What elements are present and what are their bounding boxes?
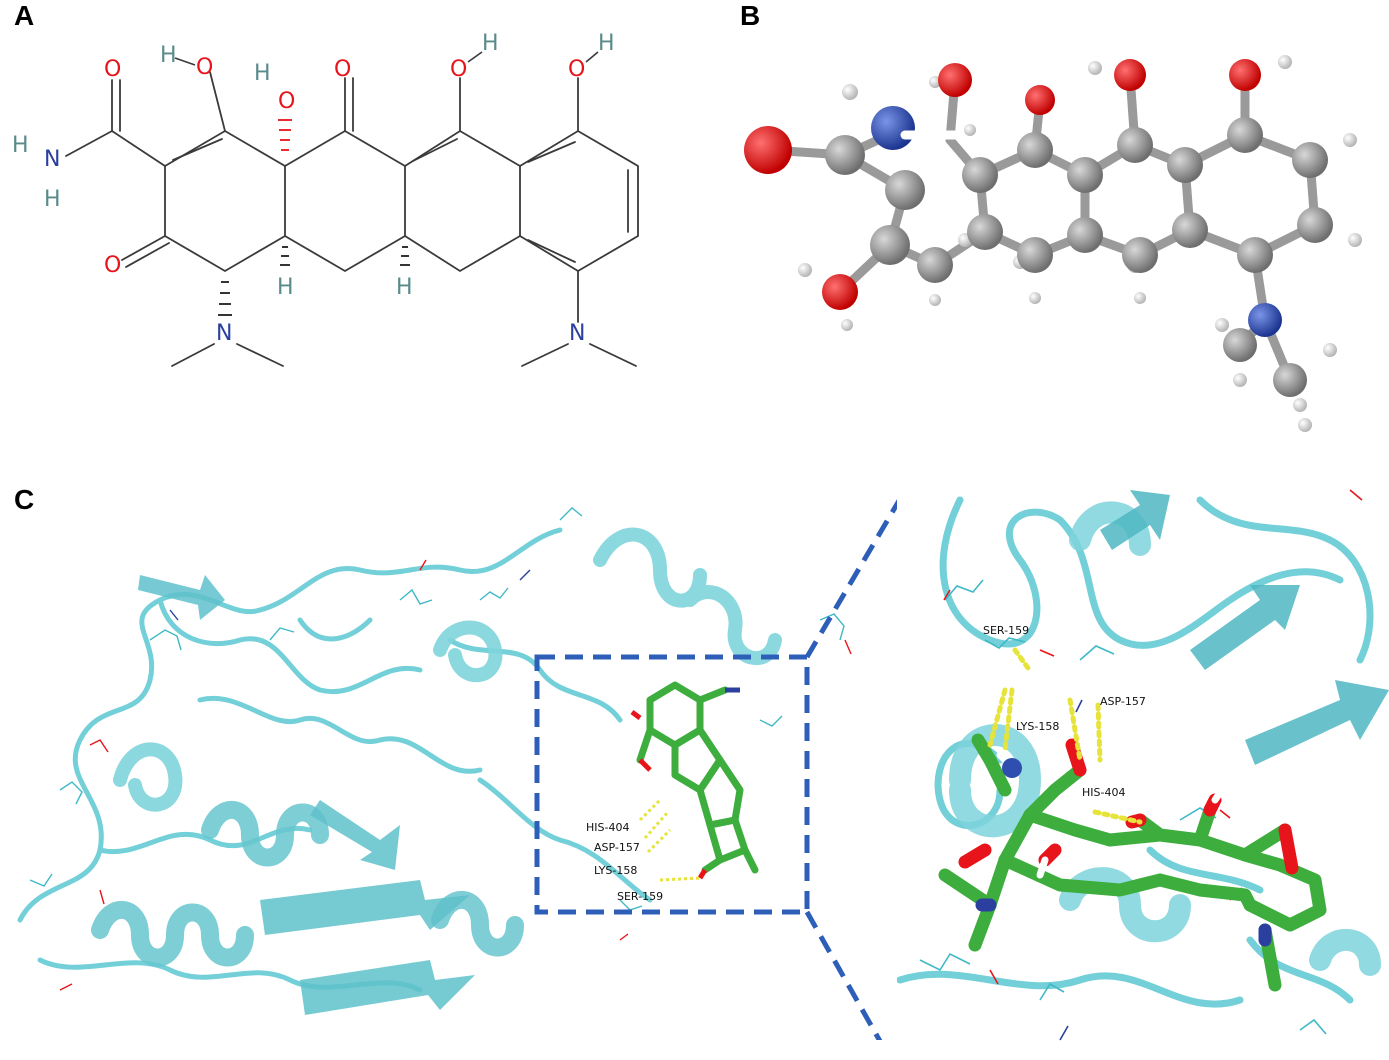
zoom-label-lys-158: LYS-158: [1016, 720, 1059, 733]
atom-h-amide-2: H: [44, 187, 61, 212]
ball-and-stick-model: [744, 55, 1362, 432]
zoom-label-asp-157: ASP-157: [1100, 695, 1146, 708]
panel-letter-c: C: [14, 484, 35, 515]
overview-label-his-404: HIS-404: [586, 821, 629, 834]
atom-o-left-ketone: O: [104, 253, 121, 278]
atom-n-dimethyl-right: N: [569, 321, 585, 346]
atom-n-dimethyl-left: N: [216, 321, 232, 346]
zoom-label-ser-159: SER-159: [983, 624, 1029, 637]
atom-o-hydroxyl-1: O: [196, 55, 213, 80]
panel-letter-b: B: [740, 0, 761, 31]
atom-h-stereo-1: H: [277, 275, 294, 300]
atom-h-amide-1: H: [12, 133, 29, 158]
atom-h-hydroxyl-2: H: [254, 61, 271, 86]
docking-overview: HIS-404 ASP-157 LYS-158 SER-159: [17, 494, 900, 1040]
atom-h-hydroxyl-4: H: [598, 31, 615, 56]
atom-o-amide: O: [104, 57, 121, 82]
atom-h-stereo-2: H: [396, 275, 413, 300]
atom-h-hydroxyl-1: H: [160, 43, 177, 68]
skeletal-structure: O N H H O O H O H O O H O H H H N N: [12, 31, 639, 367]
atom-o-hydroxyl-3: O: [450, 57, 467, 82]
atom-n-amide: N: [44, 147, 60, 172]
atom-o-center-ketone: O: [334, 57, 351, 82]
docking-zoom: SER-159 ASP-157 LYS-158 HIS-404: [897, 485, 1389, 1060]
overview-label-asp-157: ASP-157: [594, 841, 640, 854]
overview-label-ser-159: SER-159: [617, 890, 663, 903]
zoom-label-his-404: HIS-404: [1082, 786, 1125, 799]
atom-h-hydroxyl-3: H: [482, 31, 499, 56]
atom-o-hydroxyl-2: O: [278, 89, 295, 114]
overview-label-lys-158: LYS-158: [594, 864, 637, 877]
nitrogen-atom: [1002, 758, 1022, 778]
panel-letter-a: A: [14, 0, 35, 31]
atom-o-hydroxyl-4: O: [568, 57, 585, 82]
